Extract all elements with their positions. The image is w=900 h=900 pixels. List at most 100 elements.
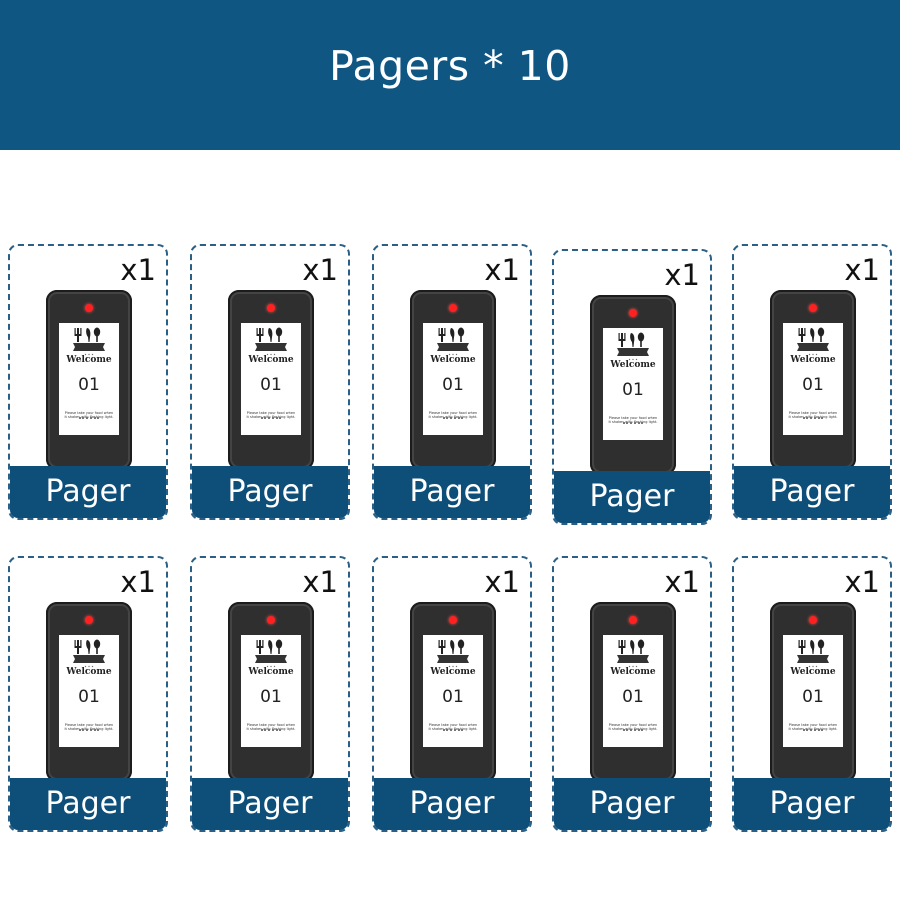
- quantity-badge: x1: [302, 565, 338, 599]
- pager-card[interactable]: x1 ✦ ✦ ✦ Welcome 01 Please tak: [8, 556, 168, 832]
- screen-divider: [443, 729, 463, 733]
- svg-text:✦ ✦ ✦: ✦ ✦ ✦: [808, 665, 818, 669]
- fork-knife-spoon-icon: ✦ ✦ ✦: [617, 639, 649, 669]
- screen-divider: [79, 729, 99, 733]
- svg-text:✦ ✦ ✦: ✦ ✦ ✦: [266, 353, 276, 357]
- fork-knife-spoon-icon: ✦ ✦ ✦: [73, 639, 105, 669]
- card-label-bar: Pager: [192, 778, 348, 830]
- pager-screen: ✦ ✦ ✦ Welcome 01 Please take your food w…: [783, 323, 843, 435]
- pager-device-image: ✦ ✦ ✦ Welcome 01 Please take your food w…: [228, 602, 314, 782]
- pager-number: 01: [442, 375, 464, 395]
- quantity-badge: x1: [302, 253, 338, 287]
- screen-divider: [443, 417, 463, 421]
- pager-card[interactable]: x1 ✦ ✦ ✦ Welcome 01 Please tak: [190, 556, 350, 832]
- card-label: Pager: [769, 786, 855, 821]
- pager-number: 01: [802, 687, 824, 707]
- svg-text:✦ ✦ ✦: ✦ ✦ ✦: [628, 665, 638, 669]
- fork-knife-spoon-icon: ✦ ✦ ✦: [255, 327, 287, 357]
- quantity-badge: x1: [120, 253, 156, 287]
- quantity-badge: x1: [484, 565, 520, 599]
- pager-card[interactable]: x1 ✦ ✦ ✦ Welcome 01 Please tak: [190, 244, 350, 520]
- instruction-line: Please take your food when: [246, 723, 296, 727]
- pager-screen: ✦ ✦ ✦ Welcome 01 Please take your food w…: [241, 323, 301, 435]
- pager-screen: ✦ ✦ ✦ Welcome 01 Please take your food w…: [423, 635, 483, 747]
- svg-text:✦ ✦ ✦: ✦ ✦ ✦: [84, 665, 94, 669]
- pager-number: 01: [622, 687, 644, 707]
- card-label: Pager: [589, 479, 675, 514]
- instruction-line: Please take your food when: [64, 723, 114, 727]
- pager-card[interactable]: x1 ✦ ✦ ✦ Welcome 01 Please tak: [372, 556, 532, 832]
- red-led-indicator-icon: [85, 616, 93, 624]
- red-led-indicator-icon: [267, 304, 275, 312]
- red-led-indicator-icon: [629, 309, 637, 317]
- pager-device-image: ✦ ✦ ✦ Welcome 01 Please take your food w…: [590, 602, 676, 782]
- welcome-text: Welcome: [610, 360, 656, 370]
- fork-knife-spoon-icon: ✦ ✦ ✦: [73, 327, 105, 356]
- quantity-badge: x1: [664, 565, 700, 599]
- screen-divider: [261, 729, 281, 733]
- instruction-line: Please take your food when: [788, 411, 838, 415]
- title-banner: Pagers * 10: [0, 0, 900, 150]
- welcome-text: Welcome: [66, 355, 112, 365]
- pager-screen: ✦ ✦ ✦ Welcome 01 Please take your food w…: [59, 635, 119, 747]
- svg-text:✦ ✦ ✦: ✦ ✦ ✦: [448, 353, 458, 357]
- card-label: Pager: [227, 786, 313, 821]
- pager-number: 01: [442, 687, 464, 707]
- pager-card[interactable]: x1 ✦ ✦ ✦ Welcome 01 Please tak: [552, 556, 712, 832]
- instruction-line: Please take your food when: [246, 411, 296, 415]
- red-led-indicator-icon: [449, 616, 457, 624]
- fork-knife-spoon-icon: ✦ ✦ ✦: [797, 327, 829, 356]
- pager-number: 01: [802, 375, 824, 395]
- pager-screen: ✦ ✦ ✦ Welcome 01 Please take your food w…: [783, 635, 843, 747]
- pager-card[interactable]: x1 ✦ ✦ ✦ Welcome 01 Please tak: [8, 244, 168, 520]
- pager-screen: ✦ ✦ ✦ Welcome 01 Please take your food w…: [241, 635, 301, 747]
- fork-knife-spoon-icon: ✦ ✦ ✦: [255, 639, 287, 669]
- pager-card[interactable]: x1 ✦ ✦ ✦ Welcome 01 Please tak: [372, 244, 532, 520]
- pager-number: 01: [260, 375, 282, 395]
- card-label-bar: Pager: [374, 778, 530, 830]
- quantity-badge: x1: [844, 253, 880, 287]
- screen-divider: [623, 729, 643, 733]
- red-led-indicator-icon: [809, 616, 817, 624]
- red-led-indicator-icon: [809, 304, 817, 312]
- svg-text:✦ ✦ ✦: ✦ ✦ ✦: [266, 665, 276, 669]
- card-label: Pager: [409, 786, 495, 821]
- pager-screen: ✦ ✦ ✦ Welcome 01 Please take your food w…: [603, 635, 663, 747]
- instruction-line: Please take your food when: [608, 416, 658, 420]
- card-label-bar: Pager: [10, 778, 166, 830]
- quantity-badge: x1: [844, 565, 880, 599]
- card-label: Pager: [227, 474, 313, 509]
- pager-card[interactable]: x1 ✦ ✦ ✦ Welcome 01 Please tak: [732, 244, 892, 520]
- pager-screen: ✦ ✦ ✦ Welcome 01 Please take your food w…: [59, 323, 119, 435]
- pager-screen: ✦ ✦ ✦ Welcome 01 Please take your food w…: [603, 328, 663, 440]
- pager-card[interactable]: x1 ✦ ✦ ✦ Welcome 01 Please tak: [552, 249, 712, 525]
- fork-knife-spoon-icon: ✦ ✦ ✦: [797, 639, 829, 669]
- pager-screen: ✦ ✦ ✦ Welcome 01 Please take your food w…: [423, 323, 483, 435]
- card-label-bar: Pager: [554, 778, 710, 830]
- red-led-indicator-icon: [85, 304, 93, 312]
- welcome-text: Welcome: [66, 667, 112, 677]
- card-label-bar: Pager: [734, 466, 890, 518]
- pager-card[interactable]: x1 ✦ ✦ ✦ Welcome 01 Please tak: [732, 556, 892, 832]
- card-label: Pager: [769, 474, 855, 509]
- pager-number: 01: [622, 380, 644, 400]
- card-label: Pager: [409, 474, 495, 509]
- svg-text:✦ ✦ ✦: ✦ ✦ ✦: [628, 358, 638, 362]
- welcome-text: Welcome: [610, 667, 656, 677]
- welcome-text: Welcome: [248, 667, 294, 677]
- pager-number: 01: [260, 687, 282, 707]
- screen-divider: [803, 417, 823, 421]
- pager-device-image: ✦ ✦ ✦ Welcome 01 Please take your food w…: [410, 602, 496, 782]
- svg-text:✦ ✦ ✦: ✦ ✦ ✦: [448, 665, 458, 669]
- welcome-text: Welcome: [430, 355, 476, 365]
- screen-divider: [623, 422, 643, 426]
- instruction-line: Please take your food when: [428, 723, 478, 727]
- red-led-indicator-icon: [267, 616, 275, 624]
- pager-device-image: ✦ ✦ ✦ Welcome 01 Please take your food w…: [46, 290, 132, 470]
- card-label-bar: Pager: [192, 466, 348, 518]
- instruction-line: Please take your food when: [64, 411, 114, 415]
- card-label-bar: Pager: [554, 471, 710, 523]
- pager-device-image: ✦ ✦ ✦ Welcome 01 Please take your food w…: [410, 290, 496, 470]
- pager-device-image: ✦ ✦ ✦ Welcome 01 Please take your food w…: [46, 602, 132, 782]
